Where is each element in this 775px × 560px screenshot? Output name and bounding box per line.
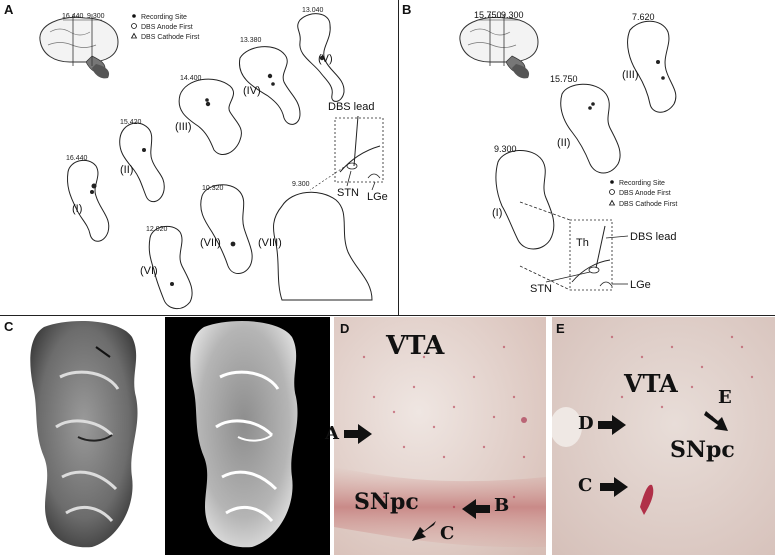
d-vta-label: VTA bbox=[386, 331, 445, 361]
legend-b-dbs-anode: DBS Anode First bbox=[619, 190, 671, 197]
d-arrow-b-icon bbox=[462, 499, 490, 519]
section-b-i-numeral: (I) bbox=[492, 207, 502, 219]
inset-b-lge: LGe bbox=[630, 279, 651, 291]
section-a-v-coord: 13.040 bbox=[302, 7, 324, 14]
legend-a-recording-site: Recording Site bbox=[141, 14, 187, 21]
section-b-iii-coord: 7.620 bbox=[632, 12, 655, 22]
panel-a-label: A bbox=[4, 2, 14, 17]
brain-lateral-view-b bbox=[459, 14, 539, 79]
brain-coord-a-2: 9.300 bbox=[87, 13, 105, 20]
inset-a-dbs-lead: DBS lead bbox=[328, 101, 374, 113]
section-a-ii-numeral: (II) bbox=[120, 164, 133, 176]
section-a-i-numeral: (I) bbox=[72, 203, 82, 215]
stained-cells-d bbox=[362, 345, 526, 509]
section-a-ii-coord: 15.420 bbox=[120, 119, 142, 126]
section-b-i-coord: 9.300 bbox=[494, 144, 517, 154]
section-a-vi-numeral: (VI) bbox=[140, 265, 158, 277]
e-snpc-label: SNpc bbox=[670, 437, 735, 463]
section-a-iv-coord: 13.380 bbox=[240, 37, 262, 44]
inset-a-lge: LGe bbox=[367, 191, 388, 203]
anode-circle-icon bbox=[131, 23, 137, 29]
panel-c-figure bbox=[0, 317, 330, 555]
panel-d: D VTA SNpc A B C bbox=[325, 317, 546, 555]
section-a-vii-numeral: (VII) bbox=[200, 237, 221, 249]
panel-d-label: D bbox=[340, 321, 350, 336]
section-a-iii-numeral: (III) bbox=[175, 121, 192, 133]
section-a-viii-coord: 9.300 bbox=[292, 181, 310, 188]
e-arrow-e-icon bbox=[704, 411, 728, 431]
coronal-sections-b bbox=[495, 20, 677, 291]
panel-divider bbox=[398, 0, 399, 315]
d-arrow-c-icon bbox=[412, 521, 436, 541]
cathode-triangle-icon bbox=[130, 32, 138, 39]
section-a-vi-coord: 12.020 bbox=[146, 226, 168, 233]
d-arrow-b-label: B bbox=[494, 495, 510, 516]
e-arrow-d-label: D bbox=[578, 413, 594, 434]
inset-b-dbs-lead: DBS lead bbox=[630, 231, 676, 243]
section-a-vii-coord: 10.320 bbox=[202, 185, 224, 192]
inset-a bbox=[309, 115, 384, 191]
legend-a-dbs-anode: DBS Anode First bbox=[141, 24, 193, 31]
section-a-iv-numeral: (IV) bbox=[243, 85, 261, 97]
legend-b-recording-site: Recording Site bbox=[619, 180, 665, 187]
section-a-viii-numeral: (VIII) bbox=[258, 237, 282, 249]
e-arrow-d-icon bbox=[598, 415, 626, 435]
panel-e: E VTA SNpc D E C bbox=[550, 317, 775, 555]
panel-a-figure: 16.440 9.300 Recording Site DBS Anode Fi… bbox=[39, 7, 388, 309]
panel-e-figure bbox=[550, 317, 775, 555]
e-arrow-c-icon bbox=[600, 477, 628, 497]
panel-e-label: E bbox=[556, 321, 565, 336]
brain-lateral-view-a bbox=[39, 14, 119, 79]
section-b-iii-numeral: (III) bbox=[622, 69, 639, 81]
recording-site-icon bbox=[610, 180, 614, 184]
brain-coord-b-1: 15.750 bbox=[474, 10, 502, 20]
panel-a: A 16.440 9.300 Recording Site DBS Anode … bbox=[0, 0, 397, 315]
d-arrow-a-icon bbox=[344, 424, 372, 444]
inset-a-stn: STN bbox=[337, 187, 359, 199]
brain-coord-a-1: 16.440 bbox=[62, 13, 84, 20]
legend-a-dbs-cathode: DBS Cathode First bbox=[141, 34, 199, 41]
panel-b: B 15.750 9.300 bbox=[400, 0, 775, 315]
legend-a: Recording Site DBS Anode First DBS Catho… bbox=[130, 14, 199, 41]
anode-circle-icon bbox=[609, 189, 615, 195]
recording-sites-b bbox=[588, 60, 665, 110]
section-a-v-numeral: (V) bbox=[318, 53, 333, 65]
inset-b-th: Th bbox=[576, 237, 589, 249]
e-arrow-e-label: E bbox=[718, 387, 732, 408]
d-arrow-c-label: C bbox=[440, 523, 455, 544]
e-vta-label: VTA bbox=[624, 369, 678, 398]
panel-b-label: B bbox=[402, 2, 412, 17]
legend-b-dbs-cathode: DBS Cathode First bbox=[619, 201, 677, 208]
recording-sites-a bbox=[90, 55, 325, 286]
coronal-sections-a bbox=[67, 13, 373, 309]
section-b-ii-numeral: (II) bbox=[557, 137, 570, 149]
panel-b-figure: 15.750 9.300 (III) (II) (I) 7.620 15 bbox=[459, 10, 677, 295]
section-a-iii-coord: 14.400 bbox=[180, 75, 202, 82]
inset-b-stn: STN bbox=[530, 283, 552, 295]
stained-cells-e bbox=[610, 335, 754, 419]
panel-c-label: C bbox=[4, 319, 14, 334]
section-b-ii-coord: 15.750 bbox=[550, 74, 578, 84]
mri-section-right bbox=[190, 321, 298, 548]
mri-section-left bbox=[30, 321, 138, 548]
brain-coord-b-2: 9.300 bbox=[501, 10, 524, 20]
d-snpc-label: SNpc bbox=[354, 489, 419, 515]
cathode-triangle-icon bbox=[608, 199, 616, 206]
d-arrow-a-label: A bbox=[325, 423, 339, 444]
section-a-i-coord: 16.440 bbox=[66, 155, 88, 162]
panel-d-figure bbox=[334, 317, 546, 555]
recording-site-icon bbox=[132, 14, 136, 18]
e-arrow-c-label: C bbox=[578, 475, 593, 496]
legend-b: Recording Site DBS Anode First DBS Catho… bbox=[608, 180, 677, 208]
row-divider bbox=[0, 315, 775, 316]
panel-c: C bbox=[0, 317, 330, 555]
